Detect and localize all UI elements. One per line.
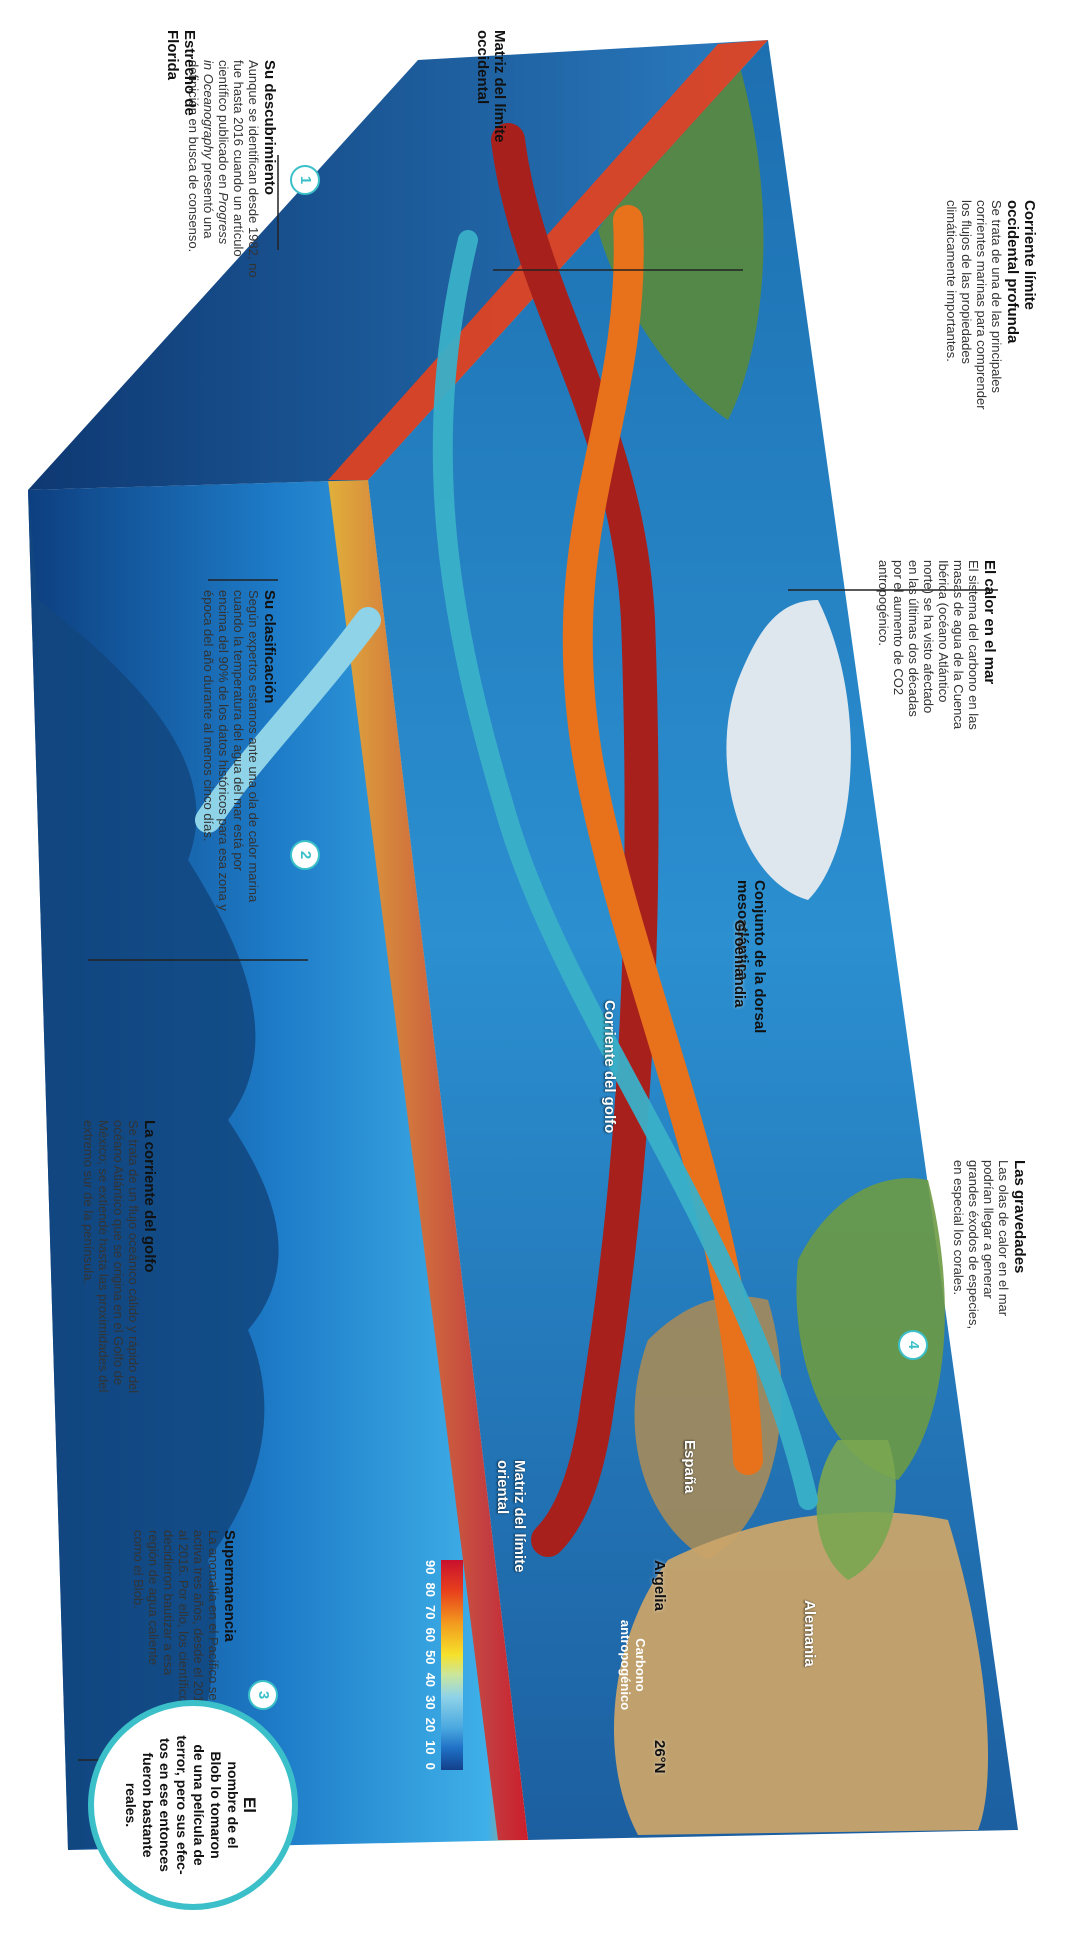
colorbar-tick: 90 [423, 1560, 438, 1575]
colorbar-tick: 10 [423, 1740, 438, 1755]
callout-heat-sea: El calor en el mar El sistema del carbon… [876, 560, 998, 820]
label-western-line1: Matriz del límite [491, 30, 508, 143]
colorbar-tick: 50 [423, 1650, 438, 1665]
callout-number-2: 2 [290, 840, 320, 870]
label-eastern-line2: oriental [494, 1460, 511, 1515]
callout-consequences-line2: podrían llegar a generar [981, 1160, 996, 1299]
callout-classification-line4: época del año durante al menos cinco día… [201, 590, 216, 842]
colorbar-tick: 40 [423, 1672, 438, 1688]
label-florida-line2: Florida [164, 30, 181, 81]
colorbar-title-line1: Carbono [633, 1638, 648, 1692]
colorbar-tick: 80 [423, 1582, 438, 1597]
callout-consequences-line3: grandes éxodos de especies, [966, 1160, 981, 1330]
map-label-greenland: Groenlandia [731, 920, 748, 1008]
colorbar-tick: 0 [423, 1762, 438, 1770]
callout-deep-line2: corrientes marinas para comprender [974, 200, 989, 410]
map-label-latitude: 26°N [651, 1740, 668, 1774]
label-eastern-line1: Matriz del límite [511, 1460, 528, 1573]
callout-deep-current-title1: Corriente límite [1021, 200, 1038, 311]
callout-discovery-line3: científico publicado en Progress [216, 60, 231, 245]
callout-heat-sea-title: El calor en el mar [981, 560, 998, 685]
callout-heat-line5: en las últimas dos décadas [906, 560, 921, 717]
label-western-line2: occidental [474, 30, 491, 105]
colorbar-ticks: 90 80 70 60 50 40 30 20 10 0 [423, 1560, 438, 1770]
callout-gulf-line2: océano Atlántico que se origina en el Go… [111, 1120, 126, 1386]
label-eastern-matrix: Matriz del límite oriental [494, 1460, 528, 1620]
map-label-germany: Alemania [801, 1600, 818, 1667]
callout-heat-line4: norte) se ha visto afectado [921, 560, 936, 714]
fact-line: tos en ese entonces [157, 1738, 173, 1872]
callout-number-4: 4 [898, 1330, 928, 1360]
colorbar-tick: 70 [423, 1605, 438, 1620]
callout-gulf-line3: México; se extiende hasta las proximidad… [96, 1120, 111, 1393]
callout-heat-line7: antropogénico. [876, 560, 891, 647]
callout-deep-line4: climáticamente importantes. [944, 200, 959, 362]
callout-consequences-title: Las gravedades [1011, 1160, 1028, 1274]
colorbar-title: Carbono antropogénico [618, 1600, 648, 1730]
fact-line: de una película de [191, 1744, 207, 1866]
callout-number-1: 1 [290, 165, 320, 195]
callout-deep-line1: Se trata de una de las principales [989, 200, 1004, 393]
colorbar-title-line2: antropogénico [618, 1619, 633, 1711]
depth-label-3000: 3,000m [541, 1840, 558, 1891]
callout-consequences-line1: Las olas de calor en el mar [996, 1160, 1011, 1317]
callout-gulf-line1: Se trata de un flujo oceánico cálido y r… [126, 1120, 141, 1394]
map-label-spain: España [681, 1440, 698, 1494]
label-florida-strait: Estrecho de Florida [164, 30, 198, 160]
callout-heat-line6: por el aumento de CO2 [891, 560, 906, 696]
callout-gulf-line4: extremo sur de la península. [81, 1120, 96, 1285]
callout-consequences: Las gravedades Las olas de calor en el m… [951, 1160, 1028, 1420]
callout-deep-current-title2: occidental profunda [1004, 200, 1021, 344]
fact-line: El [240, 1796, 259, 1814]
colorbar-tick: 30 [423, 1695, 438, 1710]
callout-heat-line3: Ibérica (océano Atlántico [936, 560, 951, 703]
callout-classification-line2: cuando la temperatura del agua del mar e… [231, 590, 246, 872]
callout-discovery: Su descubrimiento Aunque se identifican … [186, 60, 278, 440]
label-florida-line1: Estrecho de [181, 30, 198, 116]
callout-number-3: 3 [248, 1680, 278, 1710]
map-label-gulf-current: Corriente del golfo [601, 1000, 618, 1134]
fact-line: nombre de el [225, 1761, 241, 1849]
callout-gulf-stream-title: La corriente del golfo [141, 1120, 158, 1273]
callout-classification-line3: encima del 90% de los datos históricos p… [216, 590, 231, 911]
callout-discovery-title: Su descubrimiento [261, 60, 278, 196]
callout-classification-line1: Según expertos estamos ante una ola de c… [246, 590, 261, 903]
callout-gulf-stream: La corriente del golfo Se trata de un fl… [81, 1120, 158, 1500]
label-ridge-line1: Conjunto de la dorsal [751, 880, 768, 1034]
callout-discovery-line4: in Oceanography presentó una [201, 60, 216, 239]
callout-deep-current: Corriente límite occidental profunda Se … [944, 200, 1038, 500]
callout-deep-line3: los flujos de las propiedades [959, 200, 974, 365]
callout-classification-title: Su clasificación [261, 590, 278, 704]
callout-classification: Su clasificación Según expertos estamos … [201, 590, 278, 1110]
label-western-matrix: Matriz del límite occidental [474, 30, 508, 190]
blob-fact-circle: El nombre de el Blob lo tomaron de una p… [88, 1700, 298, 1910]
callout-heat-line2: masas de agua de la Cuenca [951, 560, 966, 730]
callout-consequences-line4: en especial los corales. [951, 1160, 966, 1296]
callout-heat-line1: El sistema del carbono en las [966, 560, 981, 730]
fact-line: fueron bastante [140, 1752, 156, 1858]
fact-line: Blob lo tomaron [208, 1751, 224, 1859]
callout-discovery-line1: Aunque se identifican desde 1982, no [246, 60, 261, 278]
fact-line: reales. [123, 1782, 139, 1828]
fact-line: terror, pero sus efec- [174, 1735, 190, 1875]
map-label-algeria: Argelia [651, 1560, 668, 1611]
colorbar-tick: 20 [423, 1717, 438, 1733]
colorbar-tick: 60 [423, 1627, 438, 1643]
callout-discovery-line2: fue hasta 2016 cuando un artículo [231, 60, 246, 257]
